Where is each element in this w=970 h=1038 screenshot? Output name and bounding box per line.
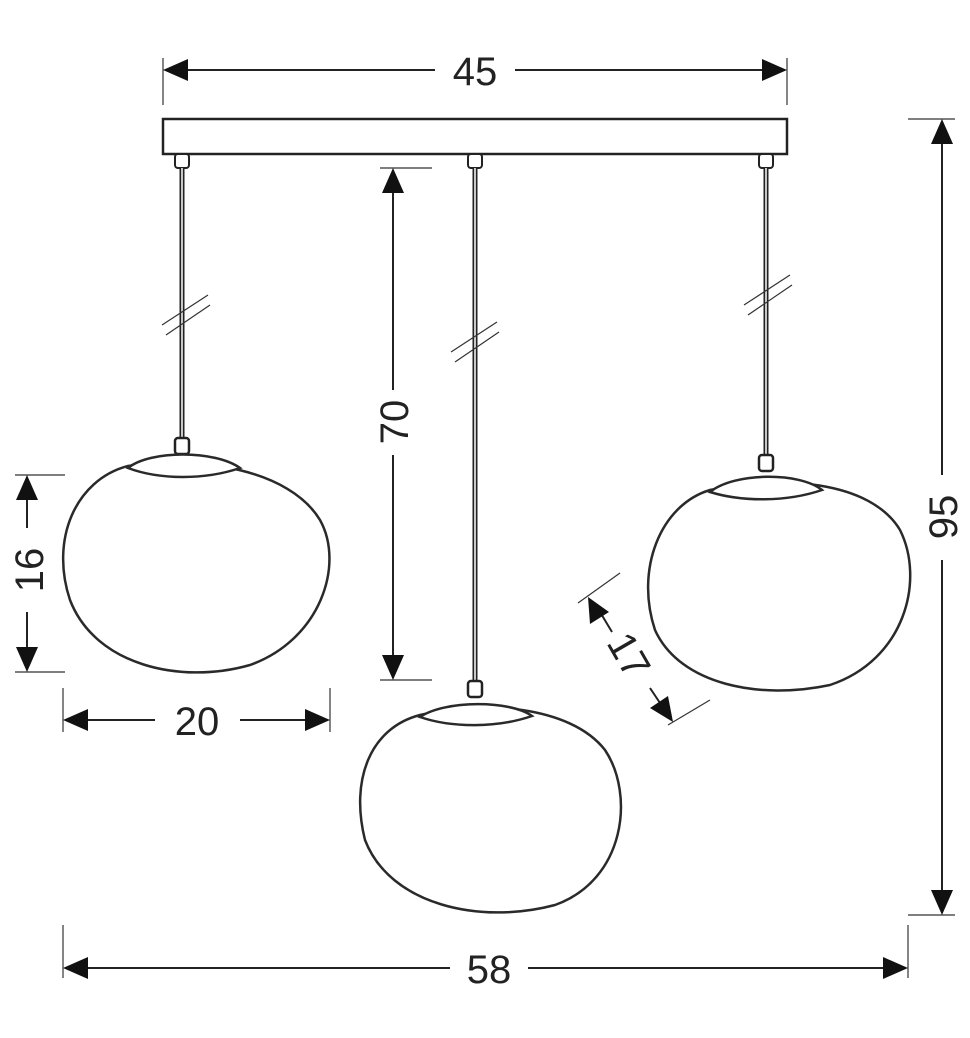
arrow-head: [883, 957, 908, 979]
dimension-shade-height: 16: [8, 474, 65, 673]
arrow-head: [588, 597, 609, 624]
dimension-label-17: 17: [598, 625, 658, 686]
arrow-head: [63, 957, 88, 979]
dimension-canopy-width: 45: [162, 50, 788, 105]
arrow-head: [16, 647, 38, 672]
dimension-total-width: 58: [62, 925, 909, 992]
dimension-label-20: 20: [175, 700, 220, 744]
arrow-head: [650, 696, 673, 722]
arrow-head: [382, 168, 404, 193]
globe-shade-left: [61, 453, 331, 674]
arrow-head: [16, 475, 38, 500]
dimension-cord-length: 70: [373, 167, 432, 681]
dimension-label-45: 45: [453, 50, 498, 94]
globe-shade-right: [646, 475, 912, 692]
dimension-total-height: 95: [908, 118, 966, 916]
dimension-label-58: 58: [467, 948, 512, 992]
arrow-head: [305, 709, 330, 731]
arrow-head: [382, 655, 404, 680]
dimension-label-70: 70: [373, 400, 417, 445]
arrow-head: [931, 890, 953, 915]
globe-shade-center: [358, 702, 623, 914]
arrow-head: [63, 709, 88, 731]
arrow-head: [762, 59, 787, 81]
arrow-head: [931, 119, 953, 144]
dimension-label-16: 16: [8, 548, 52, 593]
dimension-shade-width: 20: [62, 688, 331, 744]
ceiling-canopy: [161, 117, 789, 156]
pendant-cords: [161, 153, 793, 699]
dimension-label-95: 95: [922, 495, 966, 540]
arrow-head: [163, 59, 188, 81]
